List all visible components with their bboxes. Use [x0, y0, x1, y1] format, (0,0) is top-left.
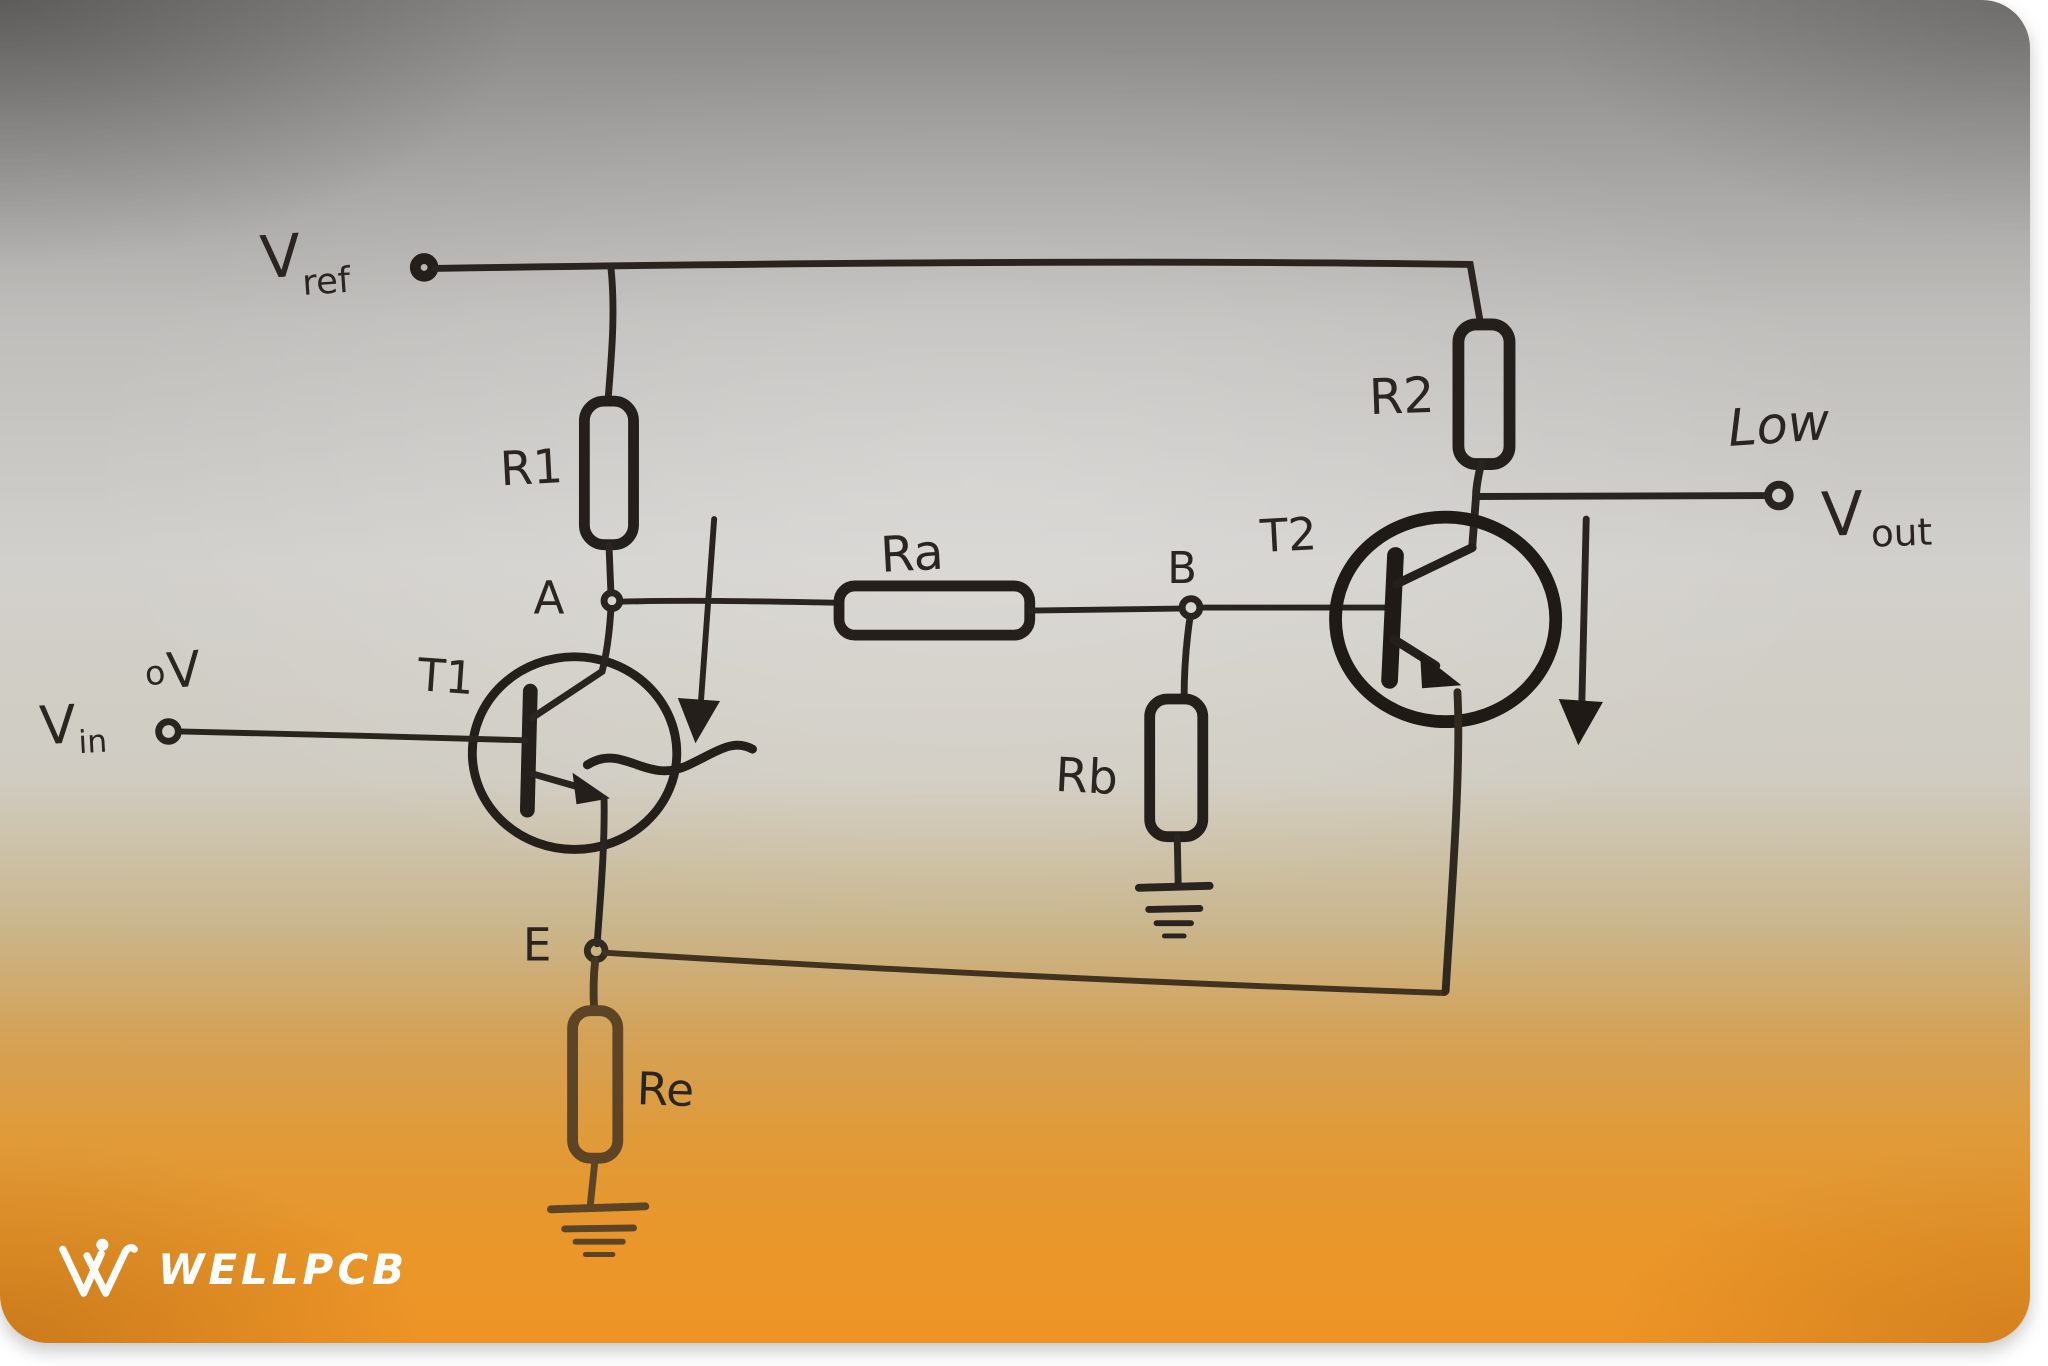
label-node-e: E [523, 919, 552, 972]
a-ra-wire [617, 597, 842, 606]
circuit-photo: V ref R1 A T1 V in o V Ra B T2 R2 Low V … [0, 0, 2030, 1343]
label-r2: R2 [1368, 366, 1435, 426]
wellpcb-watermark: WELLPCB [52, 1236, 408, 1302]
label-vin-sub: in [78, 724, 109, 761]
r2-bottom-wire [1468, 460, 1485, 552]
annotation-arrow-t1 [582, 516, 757, 776]
top-rail-wire [431, 258, 1485, 330]
t2-base-bar [1381, 547, 1404, 689]
t2-circle [1329, 510, 1563, 729]
annotation-arrow-t2 [1558, 515, 1603, 746]
b-rb-wire [1180, 613, 1194, 702]
label-ov-v: V [164, 639, 203, 700]
vin-wire [176, 728, 529, 744]
e-re-wire [589, 956, 600, 1015]
r1-top-wire [604, 263, 617, 405]
vref-terminal [409, 253, 439, 282]
transistor-t1 [467, 605, 682, 948]
label-vref-main: V [258, 221, 303, 293]
label-vout-sub: out [1870, 510, 1933, 556]
transistor-t2 [1329, 510, 1563, 995]
resistor-rb [1144, 693, 1209, 843]
label-low: Low [1726, 393, 1832, 459]
annotation-squiggle [582, 740, 757, 776]
t2-emitter-arrowhead [1420, 652, 1462, 689]
label-re: Re [636, 1062, 695, 1117]
resistor-ra [833, 580, 1036, 641]
label-node-b: B [1167, 544, 1197, 594]
vout-wire [1472, 492, 1770, 500]
label-ov-o: o [143, 653, 167, 694]
vin-terminal [155, 718, 182, 745]
resistor-r1 [578, 395, 639, 551]
label-vout-main: V [1820, 478, 1864, 550]
label-node-a: A [534, 571, 565, 624]
schematic-drawing: V ref R1 A T1 V in o V Ra B T2 R2 Low V … [38, 221, 1933, 1257]
t1-base-bar [519, 683, 538, 818]
t1-emitter-arrowhead [572, 772, 610, 805]
r1-bottom-wire [605, 541, 615, 597]
node-b-dot [1178, 595, 1204, 620]
label-t2: T2 [1258, 507, 1318, 563]
resistor-re [567, 1005, 624, 1164]
wellpcb-logo-text: WELLPCB [158, 1244, 409, 1294]
label-rb: Rb [1054, 748, 1120, 806]
label-ra: Ra [879, 523, 945, 584]
wellpcb-logo-icon [59, 1238, 138, 1297]
label-vin-main: V [38, 693, 78, 757]
ground-symbol-rb [1134, 881, 1214, 939]
resistor-r2 [1452, 318, 1516, 470]
ra-b-wire [1026, 605, 1184, 614]
label-t1: T1 [415, 648, 476, 705]
ground-symbol-re [547, 1202, 650, 1257]
label-vref-sub: ref [301, 260, 353, 304]
re-ground-wire [586, 1154, 599, 1209]
label-r1: R1 [499, 439, 565, 497]
t1-collector [528, 605, 615, 722]
t1-emitter-down-wire [593, 794, 608, 948]
vout-terminal [1764, 480, 1794, 511]
rb-ground-wire [1173, 833, 1182, 889]
t2-emitter-down-wire [1441, 688, 1463, 995]
t1-circle [467, 652, 682, 854]
t2-collector [1392, 543, 1477, 589]
emitter-rail-wire [602, 949, 1448, 996]
